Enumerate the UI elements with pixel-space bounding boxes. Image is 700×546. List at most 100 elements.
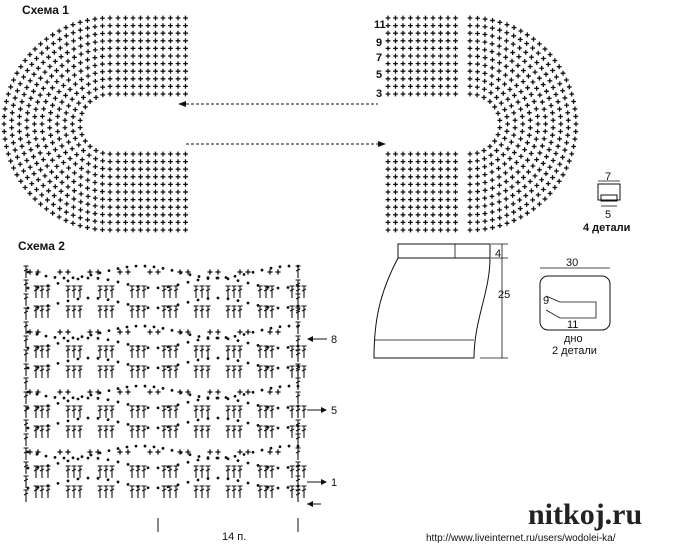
single-crochet-stitch bbox=[63, 209, 69, 215]
chain-stitch bbox=[186, 400, 190, 404]
chain-stitch bbox=[146, 426, 150, 430]
double-crochet-stitch bbox=[33, 365, 39, 378]
single-crochet-stitch bbox=[520, 79, 526, 85]
single-crochet-stitch bbox=[492, 104, 498, 110]
single-crochet-stitch bbox=[78, 51, 84, 57]
double-crochet-stitch bbox=[65, 485, 71, 498]
chain-stitch bbox=[286, 286, 290, 289]
single-crochet-stitch bbox=[147, 449, 153, 455]
single-crochet-stitch bbox=[54, 79, 60, 85]
single-crochet-stitch bbox=[9, 125, 15, 131]
single-crochet-stitch bbox=[47, 117, 53, 123]
single-crochet-stitch bbox=[527, 125, 533, 131]
double-crochet-stitch bbox=[109, 305, 115, 318]
single-crochet-stitch bbox=[393, 38, 398, 44]
single-crochet-stitch bbox=[115, 204, 121, 210]
chain-stitch bbox=[80, 455, 84, 459]
double-crochet-stitch bbox=[65, 305, 71, 318]
single-crochet-stitch bbox=[92, 203, 98, 209]
single-crochet-stitch bbox=[183, 46, 188, 51]
double-crochet-stitch bbox=[77, 305, 83, 318]
single-crochet-stitch bbox=[475, 23, 480, 29]
single-crochet-stitch bbox=[548, 140, 554, 145]
single-crochet-stitch bbox=[62, 125, 68, 131]
single-crochet-stitch bbox=[453, 84, 458, 89]
chain-stitch bbox=[56, 461, 60, 465]
single-crochet-stitch bbox=[160, 38, 166, 44]
single-crochet-stitch bbox=[130, 53, 136, 59]
single-crochet-stitch bbox=[145, 15, 151, 21]
single-crochet-stitch bbox=[509, 68, 515, 74]
single-crochet-stitch bbox=[27, 269, 33, 275]
double-crochet-stitch bbox=[289, 405, 295, 418]
double-crochet-stitch bbox=[269, 365, 275, 378]
single-crochet-stitch bbox=[123, 212, 128, 218]
single-crochet-stitch bbox=[564, 102, 569, 108]
single-crochet-stitch bbox=[400, 166, 406, 172]
single-crochet-stitch bbox=[130, 91, 136, 97]
single-crochet-stitch bbox=[530, 163, 536, 169]
chain-stitch bbox=[266, 305, 270, 309]
chain-stitch bbox=[46, 364, 50, 368]
single-crochet-stitch bbox=[453, 212, 458, 218]
single-crochet-stitch bbox=[475, 31, 480, 36]
double-crochet-stitch bbox=[199, 365, 205, 378]
single-crochet-stitch bbox=[423, 204, 428, 210]
single-crochet-stitch bbox=[31, 154, 36, 160]
single-crochet-stitch bbox=[475, 227, 480, 233]
single-crochet-stitch bbox=[46, 54, 51, 60]
chain-stitch bbox=[216, 356, 220, 360]
chain-stitch bbox=[216, 276, 220, 280]
single-crochet-stitch bbox=[138, 38, 143, 44]
single-crochet-stitch bbox=[482, 195, 488, 201]
double-crochet-stitch bbox=[199, 305, 205, 318]
chain-stitch bbox=[206, 337, 210, 340]
single-crochet-stitch bbox=[64, 50, 70, 55]
single-crochet-stitch bbox=[438, 15, 443, 21]
single-crochet-stitch bbox=[145, 189, 151, 195]
chain-stitch bbox=[276, 426, 280, 430]
single-crochet-stitch bbox=[168, 30, 173, 36]
single-crochet-stitch bbox=[408, 174, 413, 180]
single-crochet-stitch bbox=[514, 160, 519, 165]
single-crochet-stitch bbox=[497, 27, 503, 33]
double-crochet-stitch bbox=[141, 285, 147, 298]
single-crochet-stitch bbox=[517, 197, 523, 203]
single-crochet-stitch bbox=[78, 207, 83, 213]
double-crochet-stitch bbox=[205, 305, 211, 318]
single-crochet-stitch bbox=[482, 70, 488, 76]
chain-stitch bbox=[76, 297, 80, 301]
single-crochet-stitch bbox=[547, 52, 553, 57]
single-crochet-stitch bbox=[415, 68, 421, 74]
single-crochet-stitch bbox=[183, 227, 188, 233]
double-crochet-stitch bbox=[109, 485, 115, 498]
chain-stitch bbox=[269, 266, 273, 270]
single-crochet-stitch bbox=[565, 125, 571, 131]
chain-stitch bbox=[226, 457, 230, 461]
single-crochet-stitch bbox=[453, 151, 458, 157]
single-crochet-stitch bbox=[138, 189, 143, 195]
single-crochet-stitch bbox=[175, 174, 181, 180]
single-crochet-stitch bbox=[130, 38, 136, 44]
single-crochet-stitch bbox=[482, 172, 488, 178]
single-crochet-stitch bbox=[553, 92, 559, 97]
chain-stitch bbox=[71, 456, 75, 460]
single-crochet-stitch bbox=[123, 166, 128, 172]
single-crochet-stitch bbox=[527, 179, 533, 184]
chain-stitch bbox=[106, 338, 110, 342]
single-crochet-stitch bbox=[511, 218, 517, 223]
single-crochet-stitch bbox=[408, 189, 413, 195]
single-crochet-stitch bbox=[42, 69, 48, 75]
double-crochet-stitch bbox=[295, 321, 301, 334]
single-crochet-stitch bbox=[155, 269, 161, 275]
double-crochet-stitch bbox=[97, 405, 103, 418]
single-crochet-stitch bbox=[438, 159, 443, 164]
single-crochet-stitch bbox=[138, 227, 143, 233]
chain-stitch bbox=[156, 346, 160, 350]
single-crochet-stitch bbox=[503, 170, 508, 176]
chain-stitch bbox=[246, 421, 250, 425]
single-crochet-stitch bbox=[153, 61, 158, 66]
single-crochet-stitch bbox=[77, 27, 83, 33]
double-crochet-stitch bbox=[199, 285, 205, 298]
single-crochet-stitch bbox=[267, 389, 273, 395]
